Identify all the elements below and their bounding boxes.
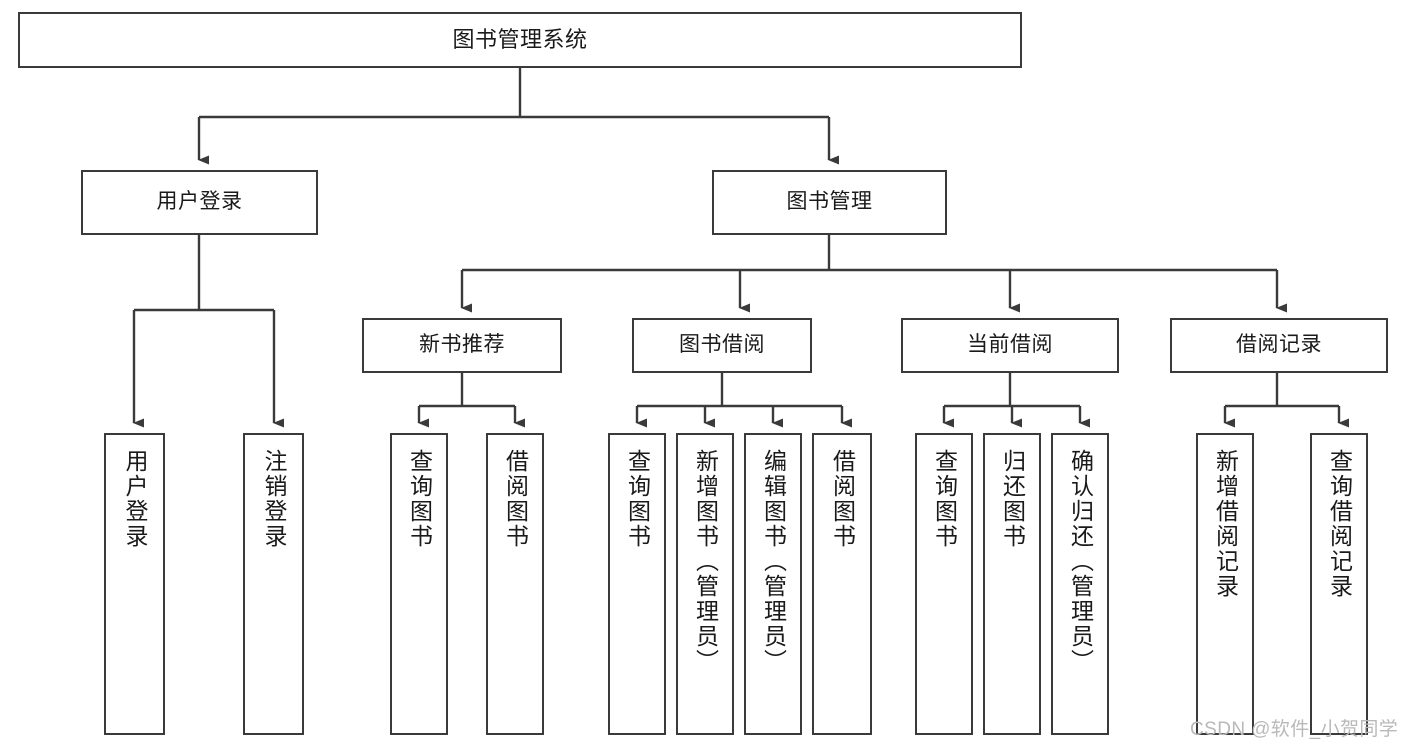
node-label: 注销登录 <box>261 449 287 549</box>
node-label: 查询图书 <box>406 449 433 549</box>
node-leaf-query-books-current[interactable]: 查询图书 <box>915 433 973 735</box>
node-label: 新书推荐 <box>419 333 505 357</box>
node-label: 新增图书（管理员） <box>692 449 719 674</box>
node-label: 确认归还（管理员） <box>1067 449 1094 674</box>
node-leaf-return-book[interactable]: 归还图书 <box>983 433 1041 735</box>
node-label: 借阅记录 <box>1236 333 1322 357</box>
node-label: 借阅图书 <box>502 449 529 549</box>
node-label: 图书管理 <box>786 190 873 214</box>
node-root-label: 图书管理系统 <box>452 27 588 53</box>
node-level2-current-borrowing[interactable]: 当前借阅 <box>901 318 1119 373</box>
node-level1-book-management[interactable]: 图书管理 <box>712 170 947 235</box>
node-leaf-borrow-books-recommend[interactable]: 借阅图书 <box>486 433 544 735</box>
node-level2-borrow-records[interactable]: 借阅记录 <box>1170 318 1388 373</box>
node-label: 查询借阅记录 <box>1326 449 1353 599</box>
node-leaf-add-borrow-record[interactable]: 新增借阅记录 <box>1196 433 1254 735</box>
node-level1-user-login[interactable]: 用户登录 <box>81 170 318 235</box>
node-leaf-query-borrow-record[interactable]: 查询借阅记录 <box>1310 433 1368 735</box>
node-label: 查询图书 <box>624 449 651 549</box>
node-leaf-add-book-admin[interactable]: 新增图书（管理员） <box>676 433 734 735</box>
node-label: 查询图书 <box>931 449 958 549</box>
node-leaf-confirm-return-admin[interactable]: 确认归还（管理员） <box>1051 433 1109 735</box>
node-leaf-borrow-book[interactable]: 借阅图书 <box>812 433 872 735</box>
node-label: 借阅图书 <box>829 449 856 549</box>
node-leaf-query-books-recommend[interactable]: 查询图书 <box>390 433 448 735</box>
node-leaf-user-login[interactable]: 用户登录 <box>104 433 165 735</box>
node-label: 编辑图书（管理员） <box>760 449 787 674</box>
node-label: 用户登录 <box>156 190 243 214</box>
node-label: 新增借阅记录 <box>1212 449 1239 599</box>
node-label: 归还图书 <box>999 449 1026 549</box>
node-root[interactable]: 图书管理系统 <box>18 12 1022 68</box>
node-level2-new-book-recommendation[interactable]: 新书推荐 <box>362 318 562 373</box>
watermark: CSDN @软件_小贺同学 <box>1190 719 1399 740</box>
node-level2-book-borrowing[interactable]: 图书借阅 <box>632 318 812 373</box>
node-label: 用户登录 <box>122 449 148 549</box>
node-label: 当前借阅 <box>967 333 1053 357</box>
node-leaf-query-books-borrow[interactable]: 查询图书 <box>608 433 666 735</box>
node-leaf-logout[interactable]: 注销登录 <box>243 433 304 735</box>
node-leaf-edit-book-admin[interactable]: 编辑图书（管理员） <box>744 433 802 735</box>
node-label: 图书借阅 <box>679 333 765 357</box>
